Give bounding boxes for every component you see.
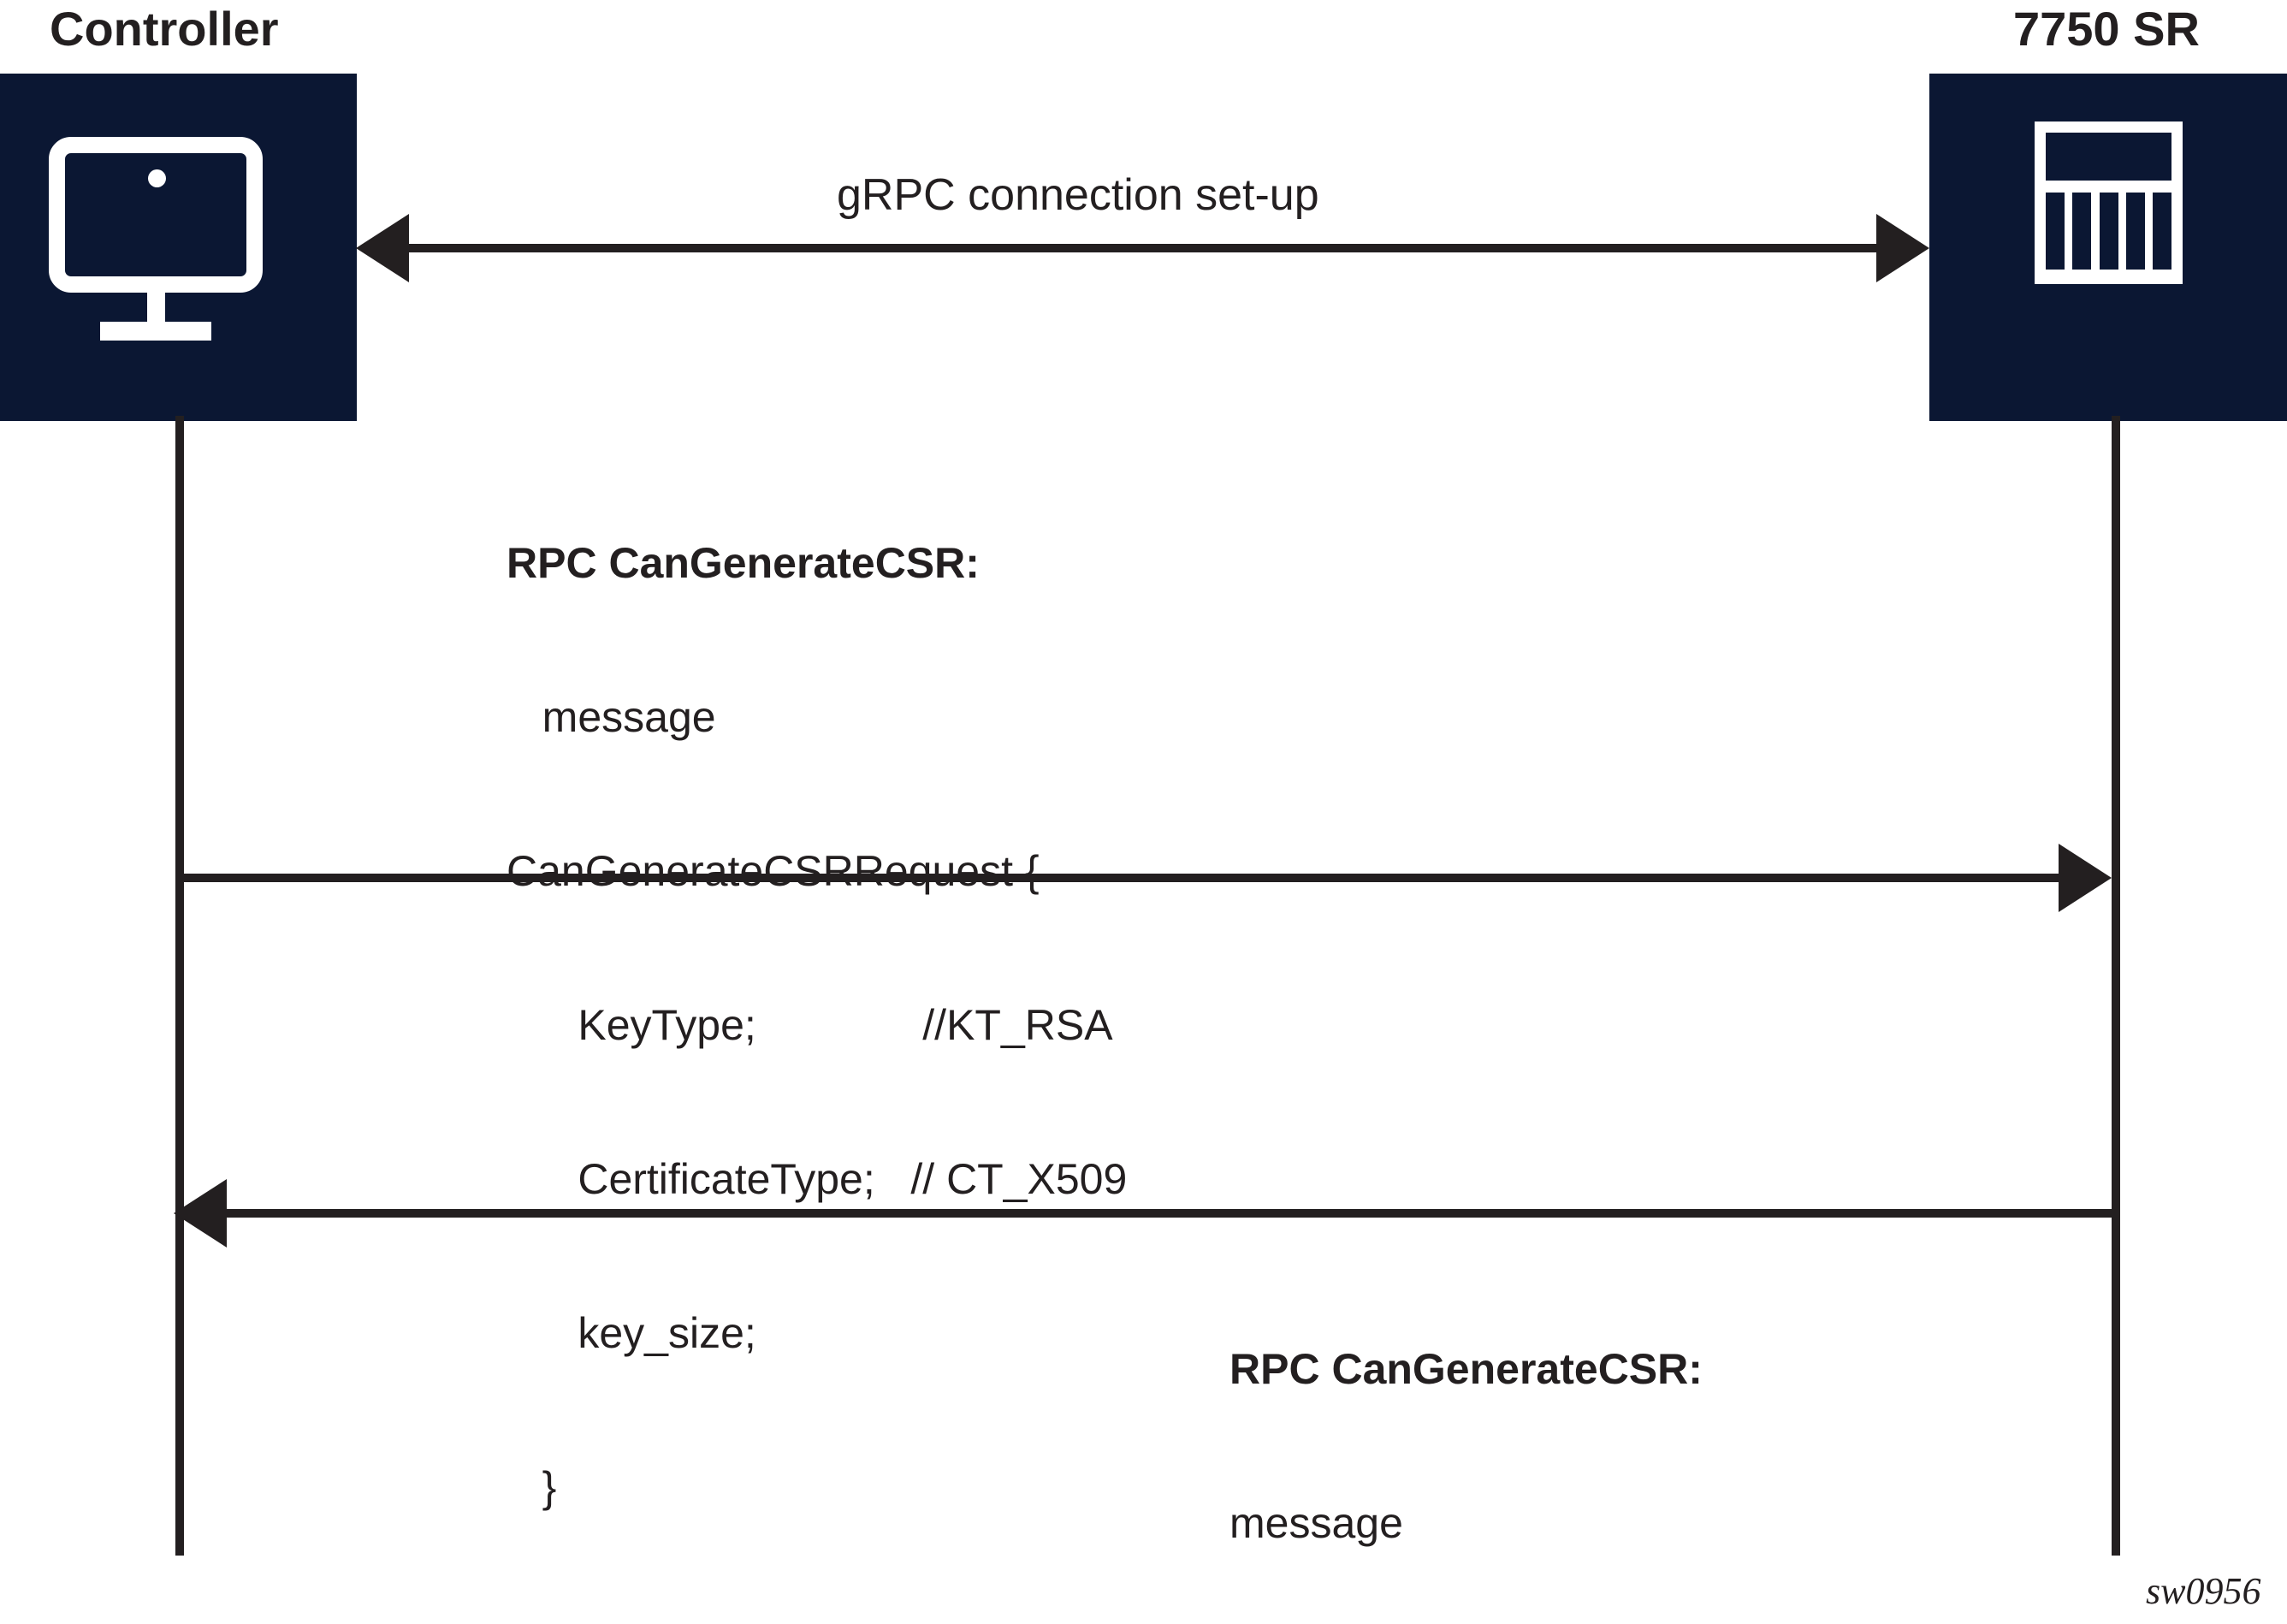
message-header: RPC CanGenerateCSR: — [507, 539, 980, 587]
message-line: KeyType; //KT_RSA — [507, 1001, 1113, 1049]
arrow-head-left-icon — [356, 214, 409, 282]
arrow-head-right-icon — [2059, 844, 2112, 912]
message-text-can-generate-csr-request: RPC CanGenerateCSR: message CanGenerateC… — [507, 435, 1127, 1615]
message-line: CertificateType; // CT_X509 — [507, 1155, 1128, 1203]
router-icon — [2035, 122, 2183, 284]
arrow-head-left-icon — [174, 1179, 227, 1248]
router-slot — [2046, 193, 2065, 270]
message-text-can-generate-csr-response: RPC CanGenerateCSR: message CanGenerateC… — [1229, 1241, 1857, 1624]
router-slot — [2072, 193, 2092, 270]
lifeline-controller — [175, 416, 184, 1556]
message-arrow-grpc-setup — [402, 244, 1884, 252]
router-slot — [2099, 193, 2118, 270]
monitor-indicator-dot-icon — [148, 169, 166, 187]
message-arrow-can-generate-csr-response — [227, 1209, 2118, 1218]
node-box-controller — [0, 74, 357, 421]
router-top-panel-icon — [2046, 133, 2171, 181]
message-arrow-can-generate-csr-request — [180, 874, 2062, 882]
router-slots-icon — [2046, 193, 2171, 270]
message-line: message — [1229, 1499, 1403, 1547]
message-line: CanGenerateCSRRequest { — [507, 847, 1040, 895]
monitor-base-icon — [100, 322, 211, 341]
router-slot — [2153, 193, 2171, 270]
lifeline-router — [2112, 416, 2120, 1556]
message-line: message — [507, 693, 716, 741]
arrow-head-right-icon — [1876, 214, 1929, 282]
message-header: RPC CanGenerateCSR: — [1229, 1345, 1703, 1393]
router-slot — [2125, 193, 2145, 270]
node-title-controller: Controller — [50, 2, 279, 56]
monitor-stand-icon — [147, 289, 165, 325]
message-line: key_size; — [507, 1309, 756, 1357]
monitor-icon — [49, 137, 263, 293]
figure-watermark: sw0956 — [2146, 1570, 2261, 1612]
message-line: } — [507, 1463, 557, 1511]
node-box-router — [1929, 74, 2287, 421]
node-title-router: 7750 SR — [2013, 2, 2200, 56]
message-label-grpc-setup: gRPC connection set-up — [837, 170, 1319, 220]
